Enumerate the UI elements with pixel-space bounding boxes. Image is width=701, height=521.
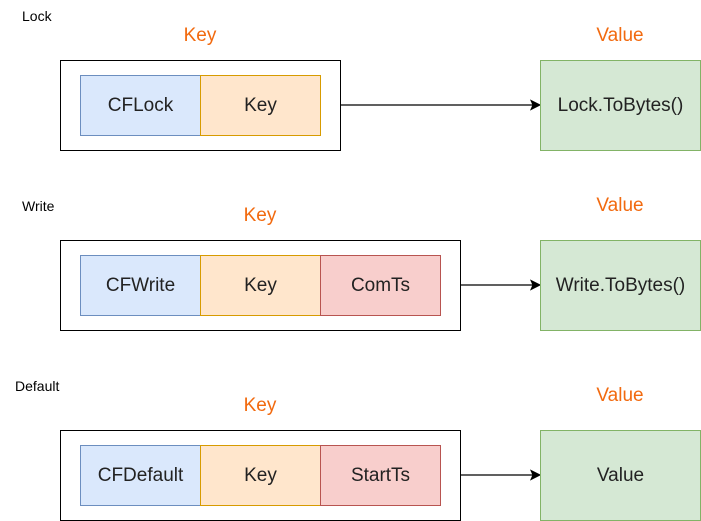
cf-cell-lock: CFLock: [80, 75, 201, 136]
value-box-write: Write.ToBytes(): [540, 240, 701, 331]
arrow-write: [460, 279, 542, 291]
key-cell-lock: Key: [200, 75, 321, 136]
value-header-write: Value: [596, 195, 644, 216]
value-box-default: Value: [540, 430, 701, 521]
section-title-default: Default: [15, 378, 60, 394]
section-title-lock: Lock: [22, 8, 52, 24]
value-header-lock: Value: [596, 25, 644, 46]
arrow-lock: [340, 99, 542, 111]
section-title-write: Write: [22, 198, 55, 214]
key-header-lock: Key: [183, 25, 217, 46]
cf-cell-default: CFDefault: [80, 445, 201, 506]
key-cell-write: Key: [200, 255, 321, 316]
key-cell-default: Key: [200, 445, 321, 506]
ts-cell-write: ComTs: [320, 255, 441, 316]
arrow-default: [460, 469, 542, 481]
cf-cell-write: CFWrite: [80, 255, 201, 316]
ts-cell-default: StartTs: [320, 445, 441, 506]
key-header-write: Key: [243, 205, 277, 226]
value-header-default: Value: [596, 385, 644, 406]
value-box-lock: Lock.ToBytes(): [540, 60, 701, 151]
key-header-default: Key: [243, 395, 277, 416]
